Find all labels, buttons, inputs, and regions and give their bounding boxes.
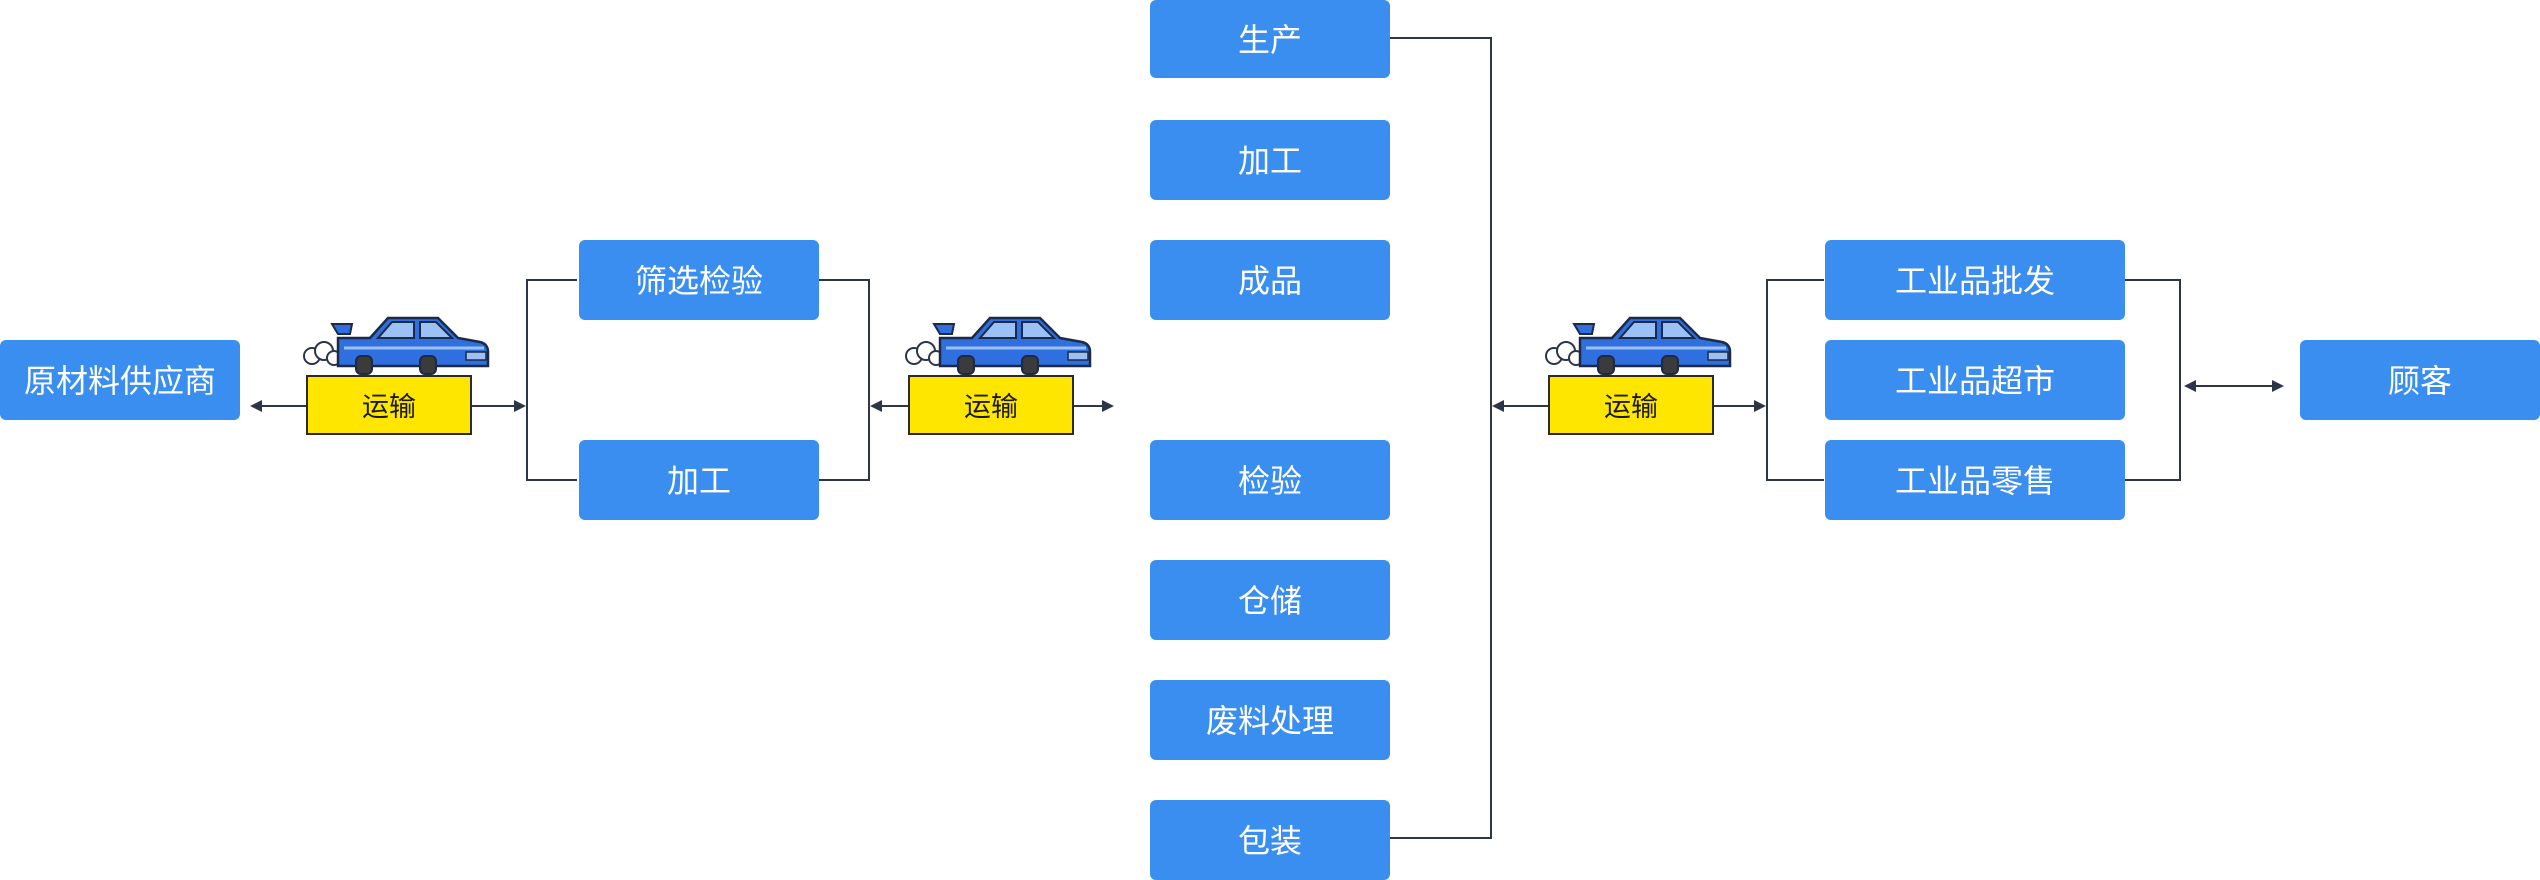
car-icon [302,316,490,376]
svg-text:仓储: 仓储 [1238,582,1302,620]
svg-text:加工: 加工 [667,462,731,500]
transport-label-3: 运输 [1548,375,1714,435]
bracket-sales-right [2124,279,2181,481]
transport-label-2: 运输 [908,375,1074,435]
svg-text:筛选检验: 筛选检验 [635,262,763,300]
svg-text:工业品批发: 工业品批发 [1895,262,2055,300]
node-storage: 仓储 [1150,560,1390,640]
svg-text:原材料供应商: 原材料供应商 [24,362,216,400]
node-waste-processing: 废料处理 [1150,680,1390,760]
svg-text:工业品超市: 工业品超市 [1895,362,2055,400]
svg-text:加工: 加工 [1238,142,1302,180]
car-icon [1544,316,1732,376]
svg-text:包装: 包装 [1238,822,1302,860]
svg-text:运输: 运输 [1604,392,1658,423]
node-packaging: 包装 [1150,800,1390,880]
node-supplier: 原材料供应商 [0,340,240,420]
transport-label-1: 运输 [306,375,472,435]
node-retail: 工业品零售 [1825,440,2125,520]
svg-text:生产: 生产 [1238,21,1302,59]
svg-text:运输: 运输 [362,392,416,423]
svg-text:成品: 成品 [1238,262,1302,300]
node-wholesale: 工业品批发 [1825,240,2125,320]
transport-3: 运输 [1544,316,1732,435]
svg-text:顾客: 顾客 [2388,362,2452,400]
node-finished-product: 成品 [1150,240,1390,320]
connectors [250,37,2284,839]
transport-2: 运输 [904,316,1092,435]
svg-text:工业品零售: 工业品零售 [1895,462,2055,500]
node-customer: 顾客 [2300,340,2540,420]
node-processing-2: 加工 [1150,120,1390,200]
bracket-stage1-left [526,279,577,481]
bracket-stage1-right [818,279,870,481]
node-production: 生产 [1150,0,1390,78]
svg-text:检验: 检验 [1238,462,1302,500]
node-inspection: 检验 [1150,440,1390,520]
svg-text:废料处理: 废料处理 [1206,702,1334,740]
bracket-sales-left [1766,279,1824,481]
node-screening: 筛选检验 [579,240,819,320]
node-supermarket: 工业品超市 [1825,340,2125,420]
car-icon [904,316,1092,376]
bracket-factory-right [1389,37,1492,839]
transport-1: 运输 [302,316,490,435]
svg-text:运输: 运输 [964,392,1018,423]
node-processing-1: 加工 [579,440,819,520]
